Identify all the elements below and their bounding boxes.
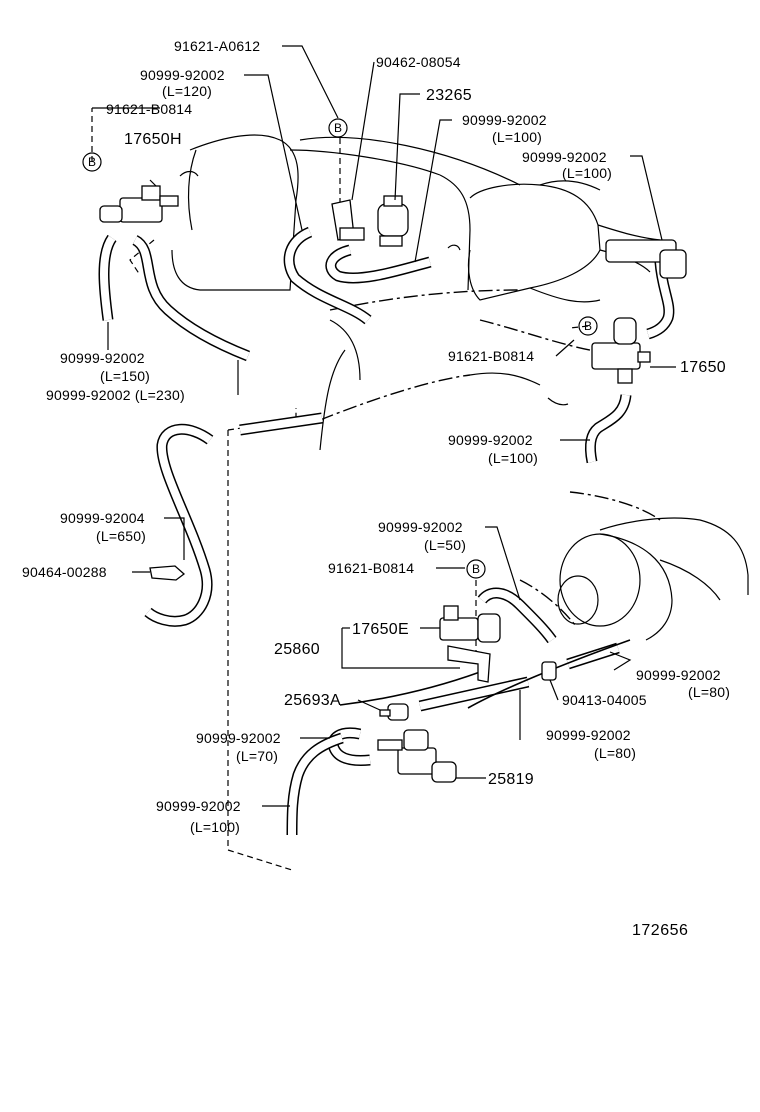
label-l100-c: (L=100) bbox=[488, 450, 538, 466]
bracket-25860 bbox=[447, 645, 491, 683]
label-l650: (L=650) bbox=[96, 528, 146, 544]
label-90999-92002-l100-a: 90999-92002 bbox=[462, 112, 547, 128]
label-90464-00288: 90464-00288 bbox=[22, 564, 107, 580]
label-90999-92002-l80-a: 90999-92002 bbox=[636, 667, 721, 683]
marker-b-4: B bbox=[466, 559, 486, 579]
label-25819: 25819 bbox=[488, 771, 534, 788]
diagram-number: 172656 bbox=[632, 922, 688, 939]
filter-23265 bbox=[377, 195, 409, 247]
svg-text:B: B bbox=[334, 121, 342, 135]
vsv-right-upper bbox=[605, 239, 687, 279]
hoses bbox=[98, 226, 675, 836]
label-17650: 17650 bbox=[680, 359, 726, 376]
label-23265: 23265 bbox=[426, 87, 472, 104]
label-25860: 25860 bbox=[274, 641, 320, 658]
label-90999-92002-l70: 90999-92002 bbox=[196, 730, 281, 746]
vsv-17650e bbox=[439, 605, 501, 643]
label-90999-92002-l100-d: 90999-92002 bbox=[156, 798, 241, 814]
leader-lines bbox=[92, 45, 676, 807]
engine-outline bbox=[171, 134, 661, 451]
label-l150: (L=150) bbox=[100, 368, 150, 384]
label-91621-b0814-b: 91621-B0814 bbox=[448, 348, 534, 364]
union-90413-04005 bbox=[541, 661, 557, 681]
label-91621-b0814-a: 91621-B0814 bbox=[106, 101, 192, 117]
marker-b-1: B bbox=[82, 152, 102, 172]
part-labels: 91621-A0612 90462-08054 90999-92002 (L=1… bbox=[22, 38, 730, 939]
label-90999-92002-l100-c: 90999-92002 bbox=[448, 432, 533, 448]
bracket-90462-08054 bbox=[331, 199, 365, 241]
label-17650h: 17650H bbox=[124, 131, 182, 148]
check-valve-25693a bbox=[379, 703, 409, 721]
label-90413-04005: 90413-04005 bbox=[562, 692, 647, 708]
vsv-25819 bbox=[377, 729, 457, 783]
label-l80-b: (L=80) bbox=[594, 745, 636, 761]
lower-engine-outline bbox=[519, 491, 749, 641]
label-90999-92002-l230: 90999-92002 (L=230) bbox=[46, 387, 185, 403]
svg-text:B: B bbox=[584, 319, 592, 333]
label-90999-92002-l50: 90999-92002 bbox=[378, 519, 463, 535]
label-25693a: 25693A bbox=[284, 692, 341, 709]
vsv-17650 bbox=[591, 317, 651, 384]
label-90462-08054: 90462-08054 bbox=[376, 54, 461, 70]
label-90999-92002-l80-b: 90999-92002 bbox=[546, 727, 631, 743]
marker-b-2: B bbox=[328, 118, 348, 138]
clip-90464-00288 bbox=[149, 565, 186, 581]
label-17650e: 17650E bbox=[352, 621, 409, 638]
label-90999-92002-l150: 90999-92002 bbox=[60, 350, 145, 366]
label-90999-92002-l120: 90999-92002 bbox=[140, 67, 225, 83]
svg-text:B: B bbox=[88, 155, 96, 169]
label-l100-d: (L=100) bbox=[190, 819, 240, 835]
label-l80-a: (L=80) bbox=[688, 684, 730, 700]
label-91621-a0612: 91621-A0612 bbox=[174, 38, 260, 54]
label-l70: (L=70) bbox=[236, 748, 278, 764]
label-90999-92004: 90999-92004 bbox=[60, 510, 145, 526]
label-l100-a: (L=100) bbox=[492, 129, 542, 145]
label-l100-b: (L=100) bbox=[562, 165, 612, 181]
label-l50: (L=50) bbox=[424, 537, 466, 553]
vsv-17650h bbox=[99, 179, 179, 223]
svg-text:B: B bbox=[472, 562, 480, 576]
marker-b-3: B bbox=[578, 316, 598, 336]
label-l120: (L=120) bbox=[162, 83, 212, 99]
label-90999-92002-l100-b: 90999-92002 bbox=[522, 149, 607, 165]
label-91621-b0814-c: 91621-B0814 bbox=[328, 560, 414, 576]
